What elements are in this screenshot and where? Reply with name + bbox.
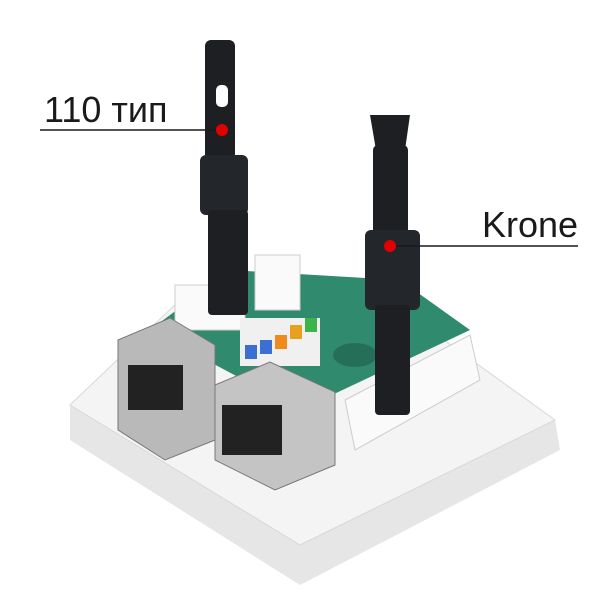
tool-110-type (200, 40, 248, 315)
label-110-type: 110 тип (44, 89, 168, 130)
rj45-jack-right (214, 361, 336, 491)
rj45-jack-left (117, 317, 216, 461)
annotation-dot-krone (384, 240, 396, 252)
annotation-dot-110 (216, 124, 228, 136)
tool-krone (365, 115, 420, 415)
label-krone: Krone (482, 204, 579, 245)
terminal-blocks (174, 254, 481, 451)
